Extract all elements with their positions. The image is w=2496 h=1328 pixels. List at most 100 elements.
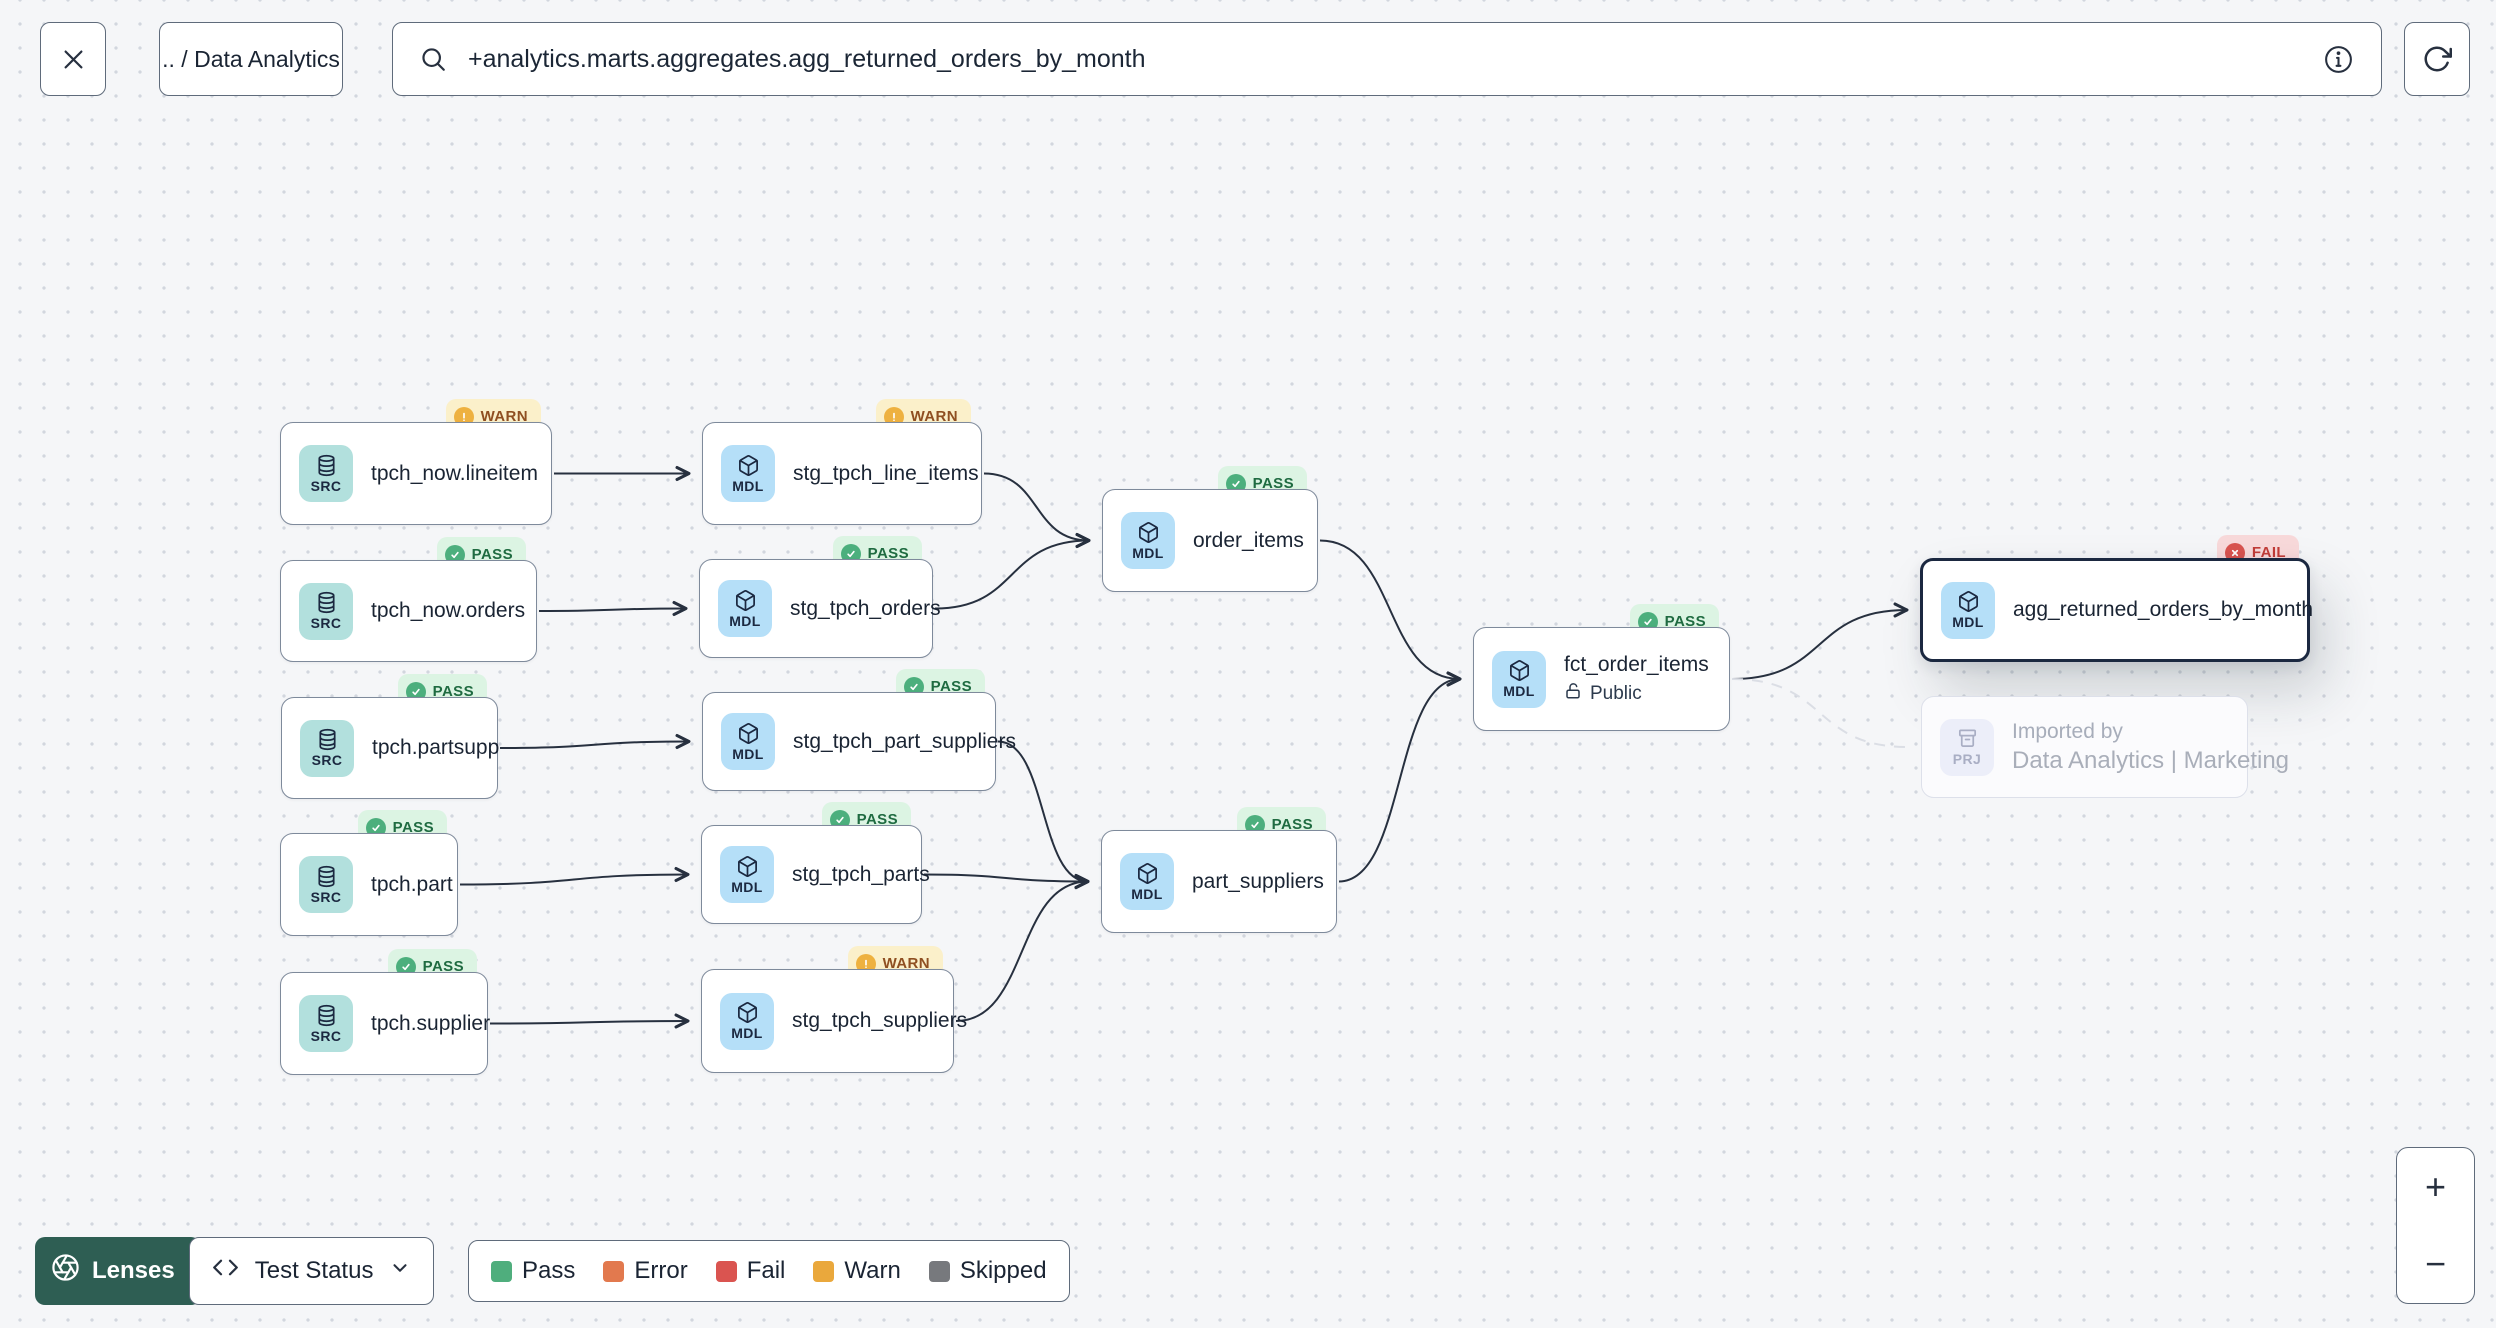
zoom-in-button[interactable]: + <box>2397 1148 2474 1226</box>
status-label: PASS <box>867 545 909 562</box>
graph-node-stg_tpch_parts[interactable]: PASS MDL stg_tpch_parts <box>701 802 930 924</box>
close-button[interactable] <box>40 22 106 96</box>
resource-type-label: SRC <box>310 477 342 494</box>
graph-node-imported_project[interactable]: PRJ Imported by Data Analytics | Marketi… <box>1921 696 2289 798</box>
resource-type-label: MDL <box>732 477 764 494</box>
edge-tpch_now.orders-to-stg_tpch_orders <box>538 601 688 617</box>
node-card: MDL stg_tpch_parts <box>701 825 930 924</box>
unlock-icon <box>1564 682 1582 706</box>
graph-node-fct_order_items[interactable]: PASS MDL fct_order_items Public <box>1473 604 1730 731</box>
active-lens-label: Test Status <box>254 1257 374 1284</box>
graph-node-part_suppliers[interactable]: PASS MDL part_suppliers <box>1101 807 1337 933</box>
warn-swatch <box>813 1260 835 1282</box>
status-label: WARN <box>882 955 930 972</box>
resource-type-chip: MDL <box>1121 512 1175 569</box>
node-label: tpch_now.orders <box>371 599 526 622</box>
resource-type-chip: MDL <box>718 580 772 637</box>
search-icon <box>419 45 448 74</box>
resource-type-icon <box>1508 659 1531 682</box>
lenses-button[interactable]: Lenses <box>35 1237 201 1305</box>
edge-stg_tpch_orders-to-order_items <box>934 533 1091 610</box>
edge-stg_tpch_line_items-to-order_items <box>983 472 1091 548</box>
resource-type-label: PRJ <box>1952 751 1982 767</box>
resource-type-icon <box>1136 862 1159 885</box>
search-bar[interactable] <box>392 22 2382 96</box>
graph-node-tpch.partsupp[interactable]: PASS SRC tpch.partsupp <box>281 674 499 799</box>
node-card: SRC tpch_now.lineitem <box>280 422 552 525</box>
lens-controls: Lenses Test Status <box>35 1237 435 1305</box>
lens-selector[interactable]: Test Status <box>188 1237 435 1305</box>
legend-item-error: Error <box>603 1257 688 1285</box>
status-icon <box>395 956 416 977</box>
edge-tpch.partsupp-to-stg_tpch_part_suppliers <box>499 734 691 750</box>
edge-stg_tpch_suppliers-to-part_suppliers <box>955 874 1090 1022</box>
graph-node-tpch_now.lineitem[interactable]: WARN SRC tpch_now.lineitem <box>280 399 552 525</box>
status-icon <box>855 953 876 974</box>
aperture-icon <box>51 1253 80 1289</box>
resource-type-icon <box>315 591 338 614</box>
graph-node-stg_tpch_orders[interactable]: PASS MDL stg_tpch_orders <box>699 536 941 658</box>
status-label: PASS <box>1664 613 1706 630</box>
status-icon <box>903 676 924 697</box>
info-icon[interactable] <box>2322 43 2355 76</box>
status-label: PASS <box>392 819 434 836</box>
status-icon <box>453 406 474 427</box>
resource-type-chip: SRC <box>299 582 353 640</box>
status-label: WARN <box>910 408 958 425</box>
resource-type-label: MDL <box>731 1025 763 1041</box>
edge-stg_tpch_part_suppliers-to-part_suppliers <box>997 740 1090 889</box>
zoom-out-button[interactable]: − <box>2397 1226 2474 1304</box>
resource-type-label: MDL <box>729 612 761 629</box>
resource-type-chip: SRC <box>299 445 353 502</box>
resource-type-icon <box>315 454 338 477</box>
status-label: PASS <box>930 678 972 695</box>
resource-type-icon <box>1137 521 1160 544</box>
status-label: PASS <box>856 811 898 828</box>
resource-type-label: SRC <box>311 752 343 768</box>
node-label: fct_order_items <box>1564 652 1709 676</box>
graph-node-tpch_now.orders[interactable]: PASS SRC tpch_now.orders <box>280 537 537 662</box>
resource-type-chip: MDL <box>721 713 775 770</box>
resource-type-label: MDL <box>1503 683 1535 699</box>
resource-type-chip: MDL <box>1492 650 1546 708</box>
chevron-down-icon <box>389 1257 411 1286</box>
node-card: SRC tpch.supplier <box>280 972 491 1075</box>
node-card: MDL part_suppliers <box>1101 830 1337 933</box>
graph-node-agg_returned_orders_by_month[interactable]: FAIL MDL agg_returned_orders_by_month <box>1920 535 2314 662</box>
edge-stg_tpch_parts-to-part_suppliers <box>923 873 1090 889</box>
graph-node-order_items[interactable]: PASS MDL order_items <box>1102 466 1318 592</box>
resource-type-label: SRC <box>310 1027 342 1044</box>
resource-type-icon <box>315 865 338 888</box>
skipped-swatch <box>928 1260 950 1282</box>
pass-swatch <box>491 1260 512 1282</box>
refresh-button[interactable] <box>2404 22 2470 96</box>
resource-type-label: MDL <box>1132 544 1164 561</box>
node-label: part_suppliers <box>1192 869 1324 893</box>
graph-node-tpch.part[interactable]: PASS SRC tpch.part <box>280 810 458 936</box>
graph-node-stg_tpch_line_items[interactable]: WARN MDL stg_tpch_line_items <box>702 399 982 525</box>
graph-node-stg_tpch_suppliers[interactable]: WARN MDL stg_tpch_suppliers <box>701 946 967 1073</box>
status-icon <box>883 406 904 427</box>
graph-node-stg_tpch_part_suppliers[interactable]: PASS MDL stg_tpch_part_suppliers <box>702 669 1016 791</box>
breadcrumb[interactable]: .. / Data Analytics <box>159 22 343 96</box>
resource-type-chip: MDL <box>1120 853 1174 910</box>
node-pre-label: Imported by <box>2012 719 2123 743</box>
status-label: PASS <box>432 683 474 700</box>
node-label: tpch.supplier <box>371 1011 491 1035</box>
lineage-selector-input[interactable] <box>468 44 2302 74</box>
edge-tpch.supplier-to-stg_tpch_suppliers <box>489 1013 690 1029</box>
status-icon <box>2224 542 2245 563</box>
graph-node-tpch.supplier[interactable]: PASS SRC tpch.supplier <box>280 949 491 1075</box>
edge-fct_order_items-to-agg_returned_orders_by_month <box>1731 602 1909 680</box>
node-card: MDL fct_order_items Public <box>1473 627 1730 731</box>
resource-type-icon <box>1956 727 1979 750</box>
node-label: agg_returned_orders_by_month <box>2013 598 2314 621</box>
node-card: MDL stg_tpch_part_suppliers <box>702 692 1016 791</box>
status-label: PASS <box>471 546 513 563</box>
breadcrumb-label: .. / Data Analytics <box>162 45 340 72</box>
node-card: SRC tpch_now.orders <box>280 560 537 662</box>
test-status-legend: Pass Error Fail Warn Skipped <box>468 1240 1070 1302</box>
edge-part_suppliers-to-fct_order_items <box>1338 671 1462 883</box>
fail-swatch <box>715 1260 737 1282</box>
